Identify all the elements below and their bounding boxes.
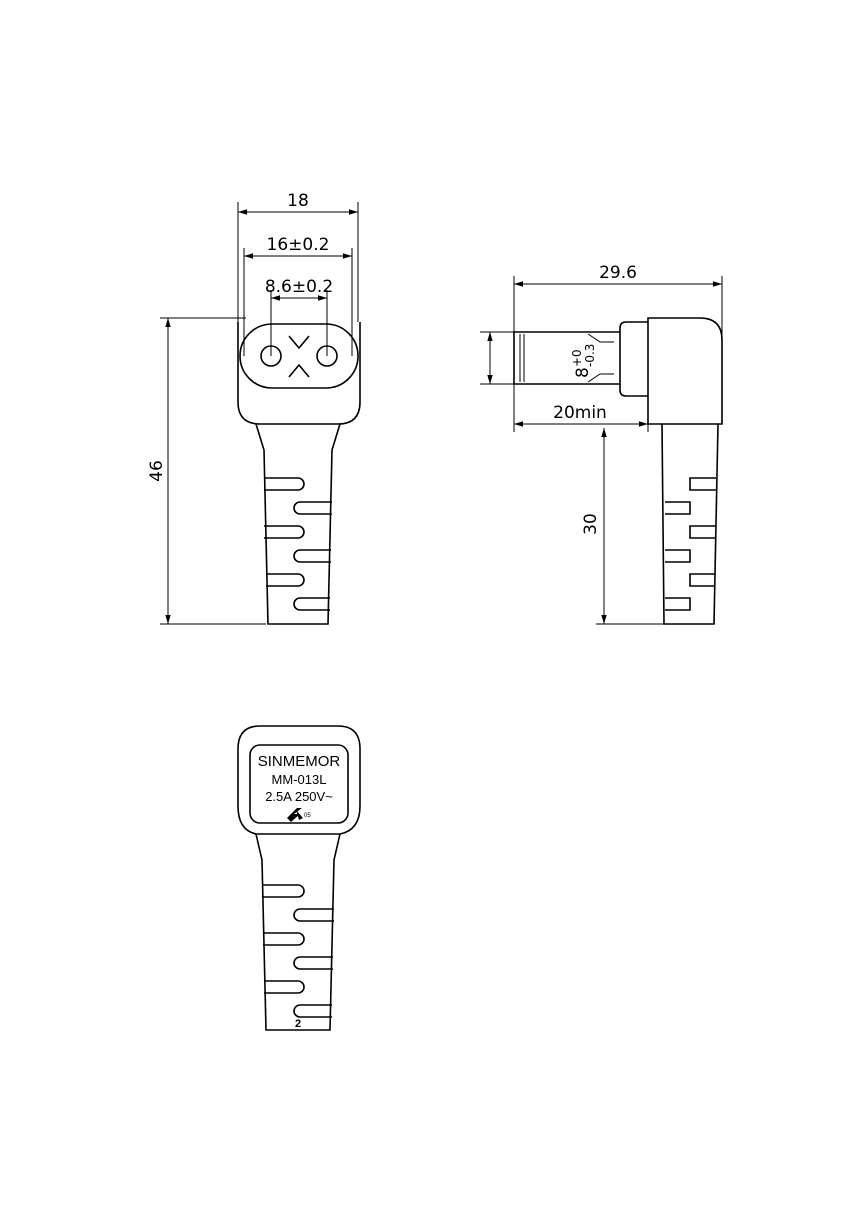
label-head-outline bbox=[237, 725, 361, 835]
certification-mark-icon bbox=[287, 808, 303, 822]
dim-pin-outer-label: 16±0.2 bbox=[267, 235, 330, 255]
dim-pin-spacing-label: 8.6±0.2 bbox=[265, 277, 333, 297]
pin-outline bbox=[513, 331, 620, 385]
dim-pin-base-label: 8 bbox=[573, 367, 593, 378]
dim-pin-tol-lower: -0.3 bbox=[583, 344, 597, 367]
label-relief-slots bbox=[262, 884, 334, 1018]
brand-label: SINMEMOR bbox=[258, 753, 341, 770]
front-head-outline bbox=[237, 322, 361, 425]
socket-outline bbox=[239, 323, 359, 389]
side-relief-slots bbox=[665, 477, 716, 611]
label-plate bbox=[249, 744, 349, 824]
front-view: 18 16±0.2 8.6±0.2 46 bbox=[147, 191, 361, 625]
page-number: 2 bbox=[295, 1018, 301, 1030]
key-notch-bottom bbox=[288, 363, 310, 378]
cert-code-label: 05 bbox=[304, 813, 311, 819]
label-strain-relief-outline bbox=[255, 833, 341, 1031]
dim-width-label: 18 bbox=[287, 191, 309, 211]
dim-length-label: 29.6 bbox=[599, 263, 637, 283]
rating-label: 2.5A 250V~ bbox=[265, 789, 333, 804]
side-view: 29.6 8 +0 -0.3 20min 30 bbox=[480, 263, 723, 625]
key-notch-top bbox=[288, 335, 310, 350]
dim-pin-length-label: 20min bbox=[553, 403, 607, 423]
strain-relief-outline bbox=[255, 423, 341, 625]
collar-outline bbox=[619, 321, 648, 397]
dim-height-label: 46 bbox=[147, 460, 167, 482]
label-view: SINMEMOR MM-013L 2.5A 250V~ 05 2 bbox=[237, 725, 361, 1031]
model-label: MM-013L bbox=[272, 772, 327, 787]
dim-cable-height-label: 30 bbox=[581, 513, 601, 535]
side-head-outline bbox=[647, 317, 723, 425]
relief-slots bbox=[264, 477, 332, 611]
side-strain-relief-outline bbox=[661, 423, 719, 625]
dim-pin-tol-upper: +0 bbox=[570, 349, 584, 367]
